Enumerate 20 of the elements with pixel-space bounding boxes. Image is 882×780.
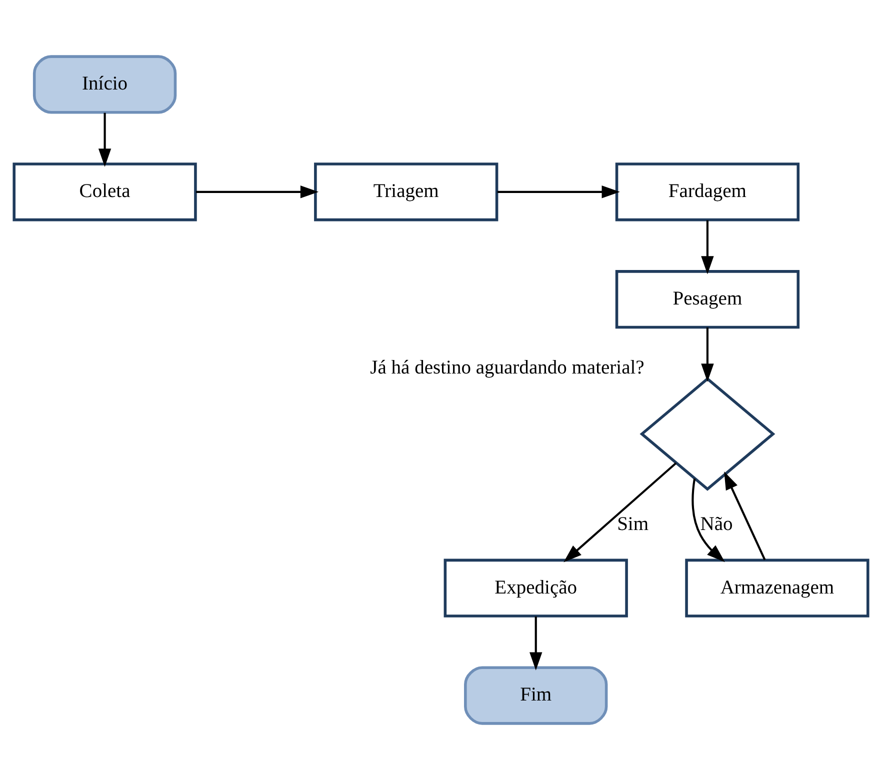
arrow: [530, 616, 542, 670]
arrow: [692, 478, 725, 562]
node-box: Pesagem: [615, 270, 800, 329]
edge-label: Sim: [617, 514, 649, 535]
node-box: Fim: [464, 666, 608, 725]
arrow: [497, 186, 620, 198]
node-box: Fardagem: [615, 162, 800, 222]
arrow: [98, 112, 112, 167]
arrow: [724, 471, 766, 560]
node-box: Início: [32, 55, 177, 114]
node-box: Armazenagem: [685, 558, 870, 618]
arrow: [564, 462, 677, 562]
node-box: Coleta: [12, 162, 197, 222]
arrow: [196, 186, 319, 198]
edge-label: Não: [700, 514, 733, 535]
arrow: [701, 327, 714, 382]
node-box: Triagem: [314, 162, 498, 222]
node-box: Expedição: [444, 558, 628, 618]
arrow: [701, 220, 714, 274]
node-label: Já há destino aguardando material?: [370, 358, 644, 379]
